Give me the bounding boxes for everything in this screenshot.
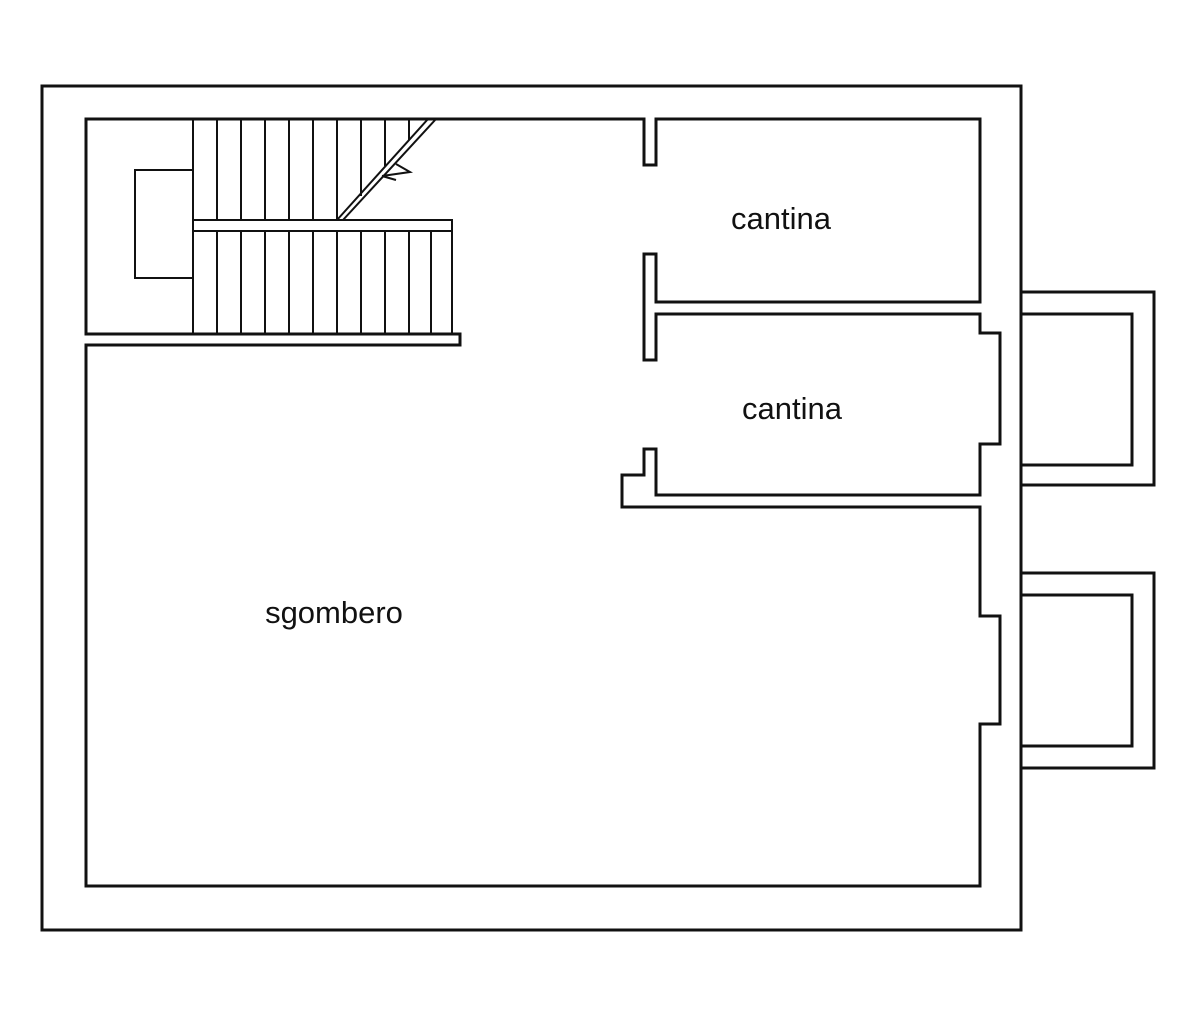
stair-cut-line [336,118,429,221]
stair-arrow-icon [381,163,414,181]
window-bay-upper-outer [1021,290,1156,487]
room-label-sgombero: sgombero [265,595,403,630]
room-label-cantina-upper: cantina [731,201,832,236]
stair-cut-line [342,118,437,221]
inner-wall-top [84,117,1002,888]
room-label-cantina-lower: cantina [742,391,843,426]
staircase [134,118,453,334]
window-bay-lower-outer [1021,571,1156,770]
stair-landing [134,169,193,279]
window-bay-lower-inner [1021,593,1134,748]
stair-lower-flight-outline [193,219,453,334]
outer-wall [40,84,1023,932]
window-bay-upper-inner [1021,312,1134,467]
